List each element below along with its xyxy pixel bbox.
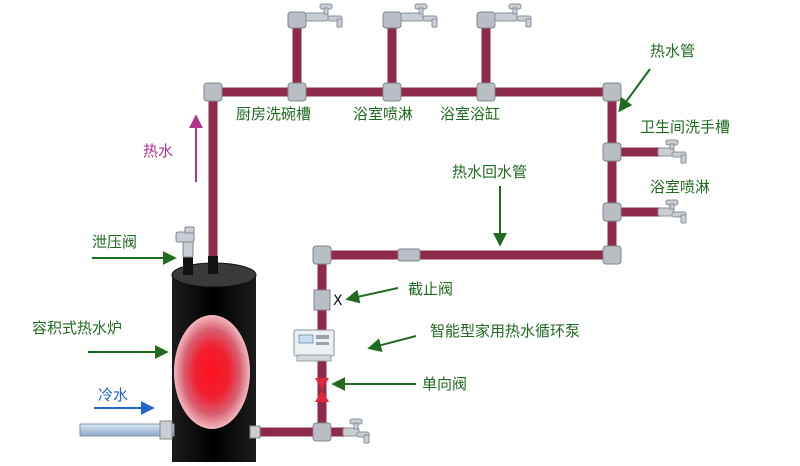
elbow-fitting <box>382 11 402 29</box>
elbow-fitting <box>287 11 307 29</box>
faucet-icon <box>657 139 687 164</box>
tee-fitting <box>602 202 622 222</box>
label-check-valve: 单向阀 <box>422 375 467 393</box>
faucet-icon <box>400 3 438 28</box>
heater-bottom-port <box>249 425 261 439</box>
tee-fitting <box>382 82 402 102</box>
circulation-pump-icon <box>293 329 335 362</box>
label-bathroom-shower-side: 浴室喷淋 <box>650 178 710 196</box>
label-circulation-pump: 智能型家用热水循环泵 <box>430 322 580 340</box>
tee-fitting <box>312 422 332 442</box>
stop-valve-arrow <box>345 287 399 304</box>
label-cold-water: 冷水 <box>98 386 128 404</box>
relief-valve-icon <box>175 226 195 258</box>
stop-valve-mark: X <box>333 293 343 309</box>
stop-valve: X <box>313 289 343 311</box>
elbow-fitting <box>602 245 622 265</box>
label-bathtub: 浴室浴缸 <box>440 105 500 123</box>
heater-port <box>208 256 218 274</box>
check-valve-icon <box>315 378 329 402</box>
cold-water-inlet <box>79 420 175 440</box>
label-relief-valve: 泄压阀 <box>92 233 137 251</box>
label-stop-valve: 截止阀 <box>408 280 453 298</box>
faucet-icon <box>494 3 532 28</box>
elbow-fitting <box>476 11 496 29</box>
label-kitchen-sink: 厨房洗碗槽 <box>236 105 311 123</box>
heater-core <box>174 315 250 429</box>
water-heater <box>171 255 261 462</box>
tee-fitting <box>602 142 622 162</box>
label-washbasin: 卫生间洗手槽 <box>640 118 730 136</box>
pipe-network <box>208 18 660 437</box>
label-water-heater: 容积式热水炉 <box>32 319 122 337</box>
faucets <box>305 3 687 444</box>
labels: 厨房洗碗槽 浴室喷淋 浴室浴缸 热水管 卫生间洗手槽 浴室喷淋 热水回水管 热水… <box>32 42 730 404</box>
elbow-fitting <box>203 82 223 102</box>
cold-pipe-coupling <box>159 420 173 440</box>
label-bathroom-shower-top: 浴室喷淋 <box>353 105 413 123</box>
faucet-icon <box>305 3 343 28</box>
stop-valve-body <box>313 289 331 311</box>
label-hot-water-arrow: 热水 <box>143 142 173 160</box>
heater-port <box>183 255 193 275</box>
label-return-pipe: 热水回水管 <box>452 163 527 181</box>
tee-fitting <box>287 82 307 102</box>
annotation-arrows <box>88 68 651 415</box>
tee-fitting <box>476 82 496 102</box>
label-hot-water-pipe: 热水管 <box>650 42 695 60</box>
elbow-fitting <box>602 82 622 102</box>
faucet-icon <box>657 199 687 224</box>
faucet-icon <box>342 418 370 444</box>
hot-water-pipe-arrow <box>618 68 651 113</box>
pump-arrow <box>367 335 417 352</box>
elbow-fitting <box>312 245 332 265</box>
union-fitting <box>397 248 421 262</box>
pipe-fittings <box>203 11 622 442</box>
cold-water-pipe <box>79 423 175 437</box>
